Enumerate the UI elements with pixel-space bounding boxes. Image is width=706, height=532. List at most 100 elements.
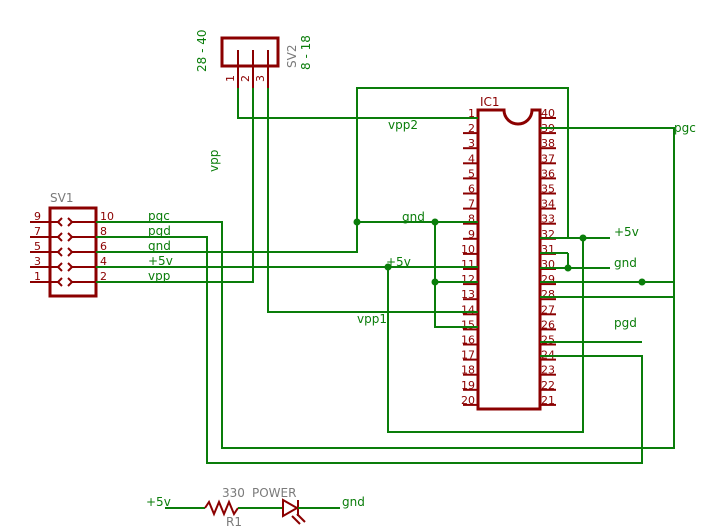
sv1-pin-number: 1 xyxy=(34,270,41,283)
sv1-pin-number: 9 xyxy=(34,210,41,223)
ic1-pin-number: 1 xyxy=(468,107,475,120)
label-pgc-sv1: pgc xyxy=(148,209,170,223)
junction-dot xyxy=(353,218,361,226)
ic1-pin-number: 34 xyxy=(541,198,555,211)
ic1-pin-number: 9 xyxy=(468,228,475,241)
ic1-pin-number: 3 xyxy=(468,137,475,150)
sv1-pin-number: 8 xyxy=(100,225,107,238)
ic1-pin-number: 29 xyxy=(541,273,555,286)
wire-pgd xyxy=(96,236,643,464)
ic1-pin-number: 10 xyxy=(461,243,475,256)
label-5v-right: +5v xyxy=(614,225,639,239)
ic1-pin-number: 20 xyxy=(461,394,475,407)
r1-name: R1 xyxy=(226,515,242,529)
sv2-connector: 1 2 3 SV2 8 - 18 28 - 40 xyxy=(195,30,313,88)
ic1-pins: 1234567891011121314151617181920403938373… xyxy=(461,107,556,407)
wire-vpp xyxy=(96,88,254,283)
junction-dot xyxy=(564,264,572,272)
ic1-pin-number: 38 xyxy=(541,137,555,150)
sv2-label: SV2 xyxy=(285,45,299,68)
ic1-pin-number: 19 xyxy=(461,379,475,392)
ic1-pin-number: 40 xyxy=(541,107,555,120)
sv1-contact-right xyxy=(67,262,74,272)
sv2-pin-num-1: 1 xyxy=(224,75,237,82)
ic1-pin-number: 13 xyxy=(461,288,475,301)
ic1-pin-number: 30 xyxy=(541,258,555,271)
label-gnd-right: gnd xyxy=(614,256,637,270)
label-vpp-sv1: vpp xyxy=(148,269,170,283)
ic1-pin-number: 28 xyxy=(541,288,555,301)
net-labels: pgc pgd gnd +5v vpp vpp vpp2 gnd +5v vpp… xyxy=(148,118,696,330)
sv2-side-label: 28 - 40 xyxy=(195,30,209,73)
sv1-contact-left xyxy=(56,217,63,227)
sv1-contact-left xyxy=(56,247,63,257)
sv1-label: SV1 xyxy=(50,191,73,205)
sv1-contact-right xyxy=(67,247,74,257)
sv1-contact-left xyxy=(56,262,63,272)
ic1-pin-number: 21 xyxy=(541,394,555,407)
sv1-pin-number: 4 xyxy=(100,255,107,268)
sv1-pin-number: 5 xyxy=(34,240,41,253)
label-pgc-right: pgc xyxy=(674,121,696,135)
wire-5v-right xyxy=(387,238,584,433)
ic1-body xyxy=(476,108,542,411)
ic1-pin-number: 22 xyxy=(541,379,555,392)
ic1-pin-number: 2 xyxy=(468,122,475,135)
sv1-pin-number: 10 xyxy=(100,210,114,223)
label-gnd-bottom: gnd xyxy=(342,495,365,509)
led-arrow-1 xyxy=(291,515,301,525)
ic1-pin-number: 7 xyxy=(468,198,475,211)
label-pgd-right: pgd xyxy=(614,316,637,330)
ic1-pin-number: 33 xyxy=(541,213,555,226)
sv1-contact-left xyxy=(56,232,63,242)
ic1-pin-number: 12 xyxy=(461,273,475,286)
led-arrow-2 xyxy=(296,513,306,523)
ic1-pin-number: 16 xyxy=(461,334,475,347)
ic1-pin-number: 11 xyxy=(461,258,475,271)
label-5v-sv1: +5v xyxy=(148,254,173,268)
sv2-body xyxy=(220,36,280,68)
ic1-pin-number: 35 xyxy=(541,183,555,196)
junctions xyxy=(353,218,646,286)
label-vpp2: vpp2 xyxy=(388,118,418,132)
label-pgd-sv1: pgd xyxy=(148,224,171,238)
ic1-pin-number: 26 xyxy=(541,318,555,331)
wire-gnd xyxy=(96,87,569,253)
sv1-contact-right xyxy=(67,232,74,242)
sv1-pin-number: 7 xyxy=(34,225,41,238)
label-5v-bottom: +5v xyxy=(146,495,171,509)
wire-vpp2 xyxy=(237,88,478,119)
label-gnd-mid: gnd xyxy=(402,210,425,224)
junction-dot xyxy=(431,278,439,286)
junction-dot xyxy=(384,263,392,271)
led-power xyxy=(282,498,300,518)
wire-vpp1 xyxy=(267,88,478,313)
junction-dot xyxy=(431,218,439,226)
sv1-contact-right xyxy=(67,217,74,227)
junction-dot xyxy=(579,234,587,242)
label-gnd-sv1: gnd xyxy=(148,239,171,253)
ic1-pin-number: 4 xyxy=(468,152,475,165)
ic1-pin-number: 14 xyxy=(461,303,475,316)
ic1-pin-number: 6 xyxy=(468,183,475,196)
r1-value: 330 xyxy=(222,486,245,500)
sv2-pin-num-3: 3 xyxy=(254,75,267,82)
label-5v-mid: +5v xyxy=(386,255,411,269)
ic1-pin-number: 25 xyxy=(541,334,555,347)
junction-dot xyxy=(638,278,646,286)
ic1-pin-number: 18 xyxy=(461,364,475,377)
sv2-pin-num-2: 2 xyxy=(239,75,252,82)
ic1-pin-number: 17 xyxy=(461,349,475,362)
power-led-circuit: +5v gnd 330 R1 POWER xyxy=(146,486,365,529)
ic1-pin-number: 15 xyxy=(461,318,475,331)
resistor-r1 xyxy=(204,499,239,517)
ic1-pin-number: 36 xyxy=(541,167,555,180)
sv1-pin-number: 6 xyxy=(100,240,107,253)
wire-5v-bus xyxy=(434,222,478,328)
sv1-pin-number: 3 xyxy=(34,255,41,268)
ic1-label: IC1 xyxy=(480,95,500,109)
ic1-pin-number: 23 xyxy=(541,364,555,377)
